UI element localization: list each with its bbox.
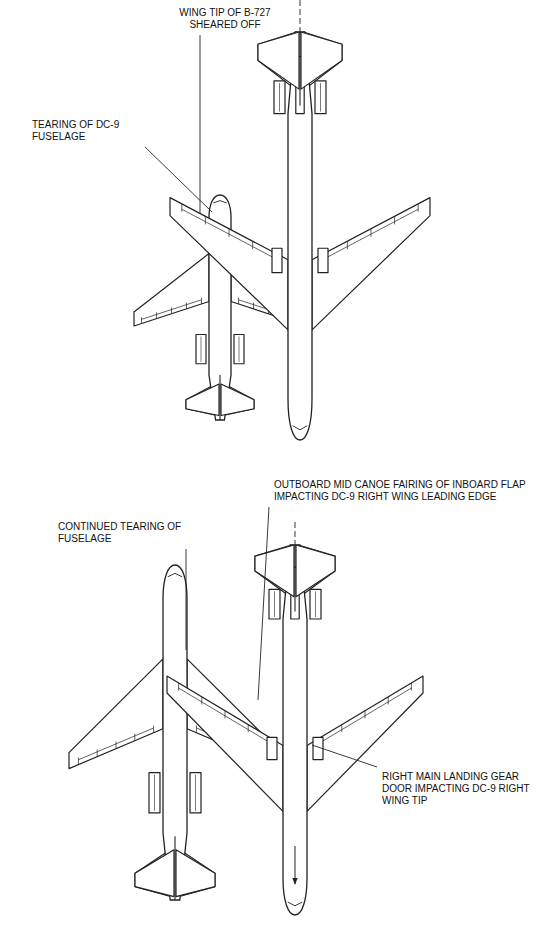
- flap-track: [153, 726, 154, 733]
- vertical-fin: [299, 32, 300, 105]
- flap-line: [182, 209, 276, 259]
- leader-line: [312, 745, 377, 767]
- engine-detail: [315, 591, 316, 617]
- flap-track: [252, 241, 253, 249]
- flap-track: [347, 241, 348, 249]
- flap-track: [156, 312, 157, 318]
- vertical-fin: [174, 836, 175, 900]
- flap-track: [341, 725, 342, 733]
- t-tail: [221, 384, 254, 416]
- flap-track: [178, 683, 179, 691]
- landing-gear-door: [318, 248, 328, 272]
- flap-track: [171, 307, 172, 313]
- flap-track: [371, 229, 372, 237]
- vertical-fin: [219, 375, 220, 420]
- t-tail: [301, 32, 342, 89]
- flap-track: [225, 711, 226, 719]
- flap-track: [388, 697, 389, 705]
- flap-track: [253, 303, 254, 309]
- landing-gear-door: [272, 248, 282, 272]
- engine-detail: [201, 337, 202, 362]
- t-tail: [135, 850, 174, 897]
- flap-track: [181, 204, 182, 212]
- engine-nacelle: [269, 589, 280, 619]
- engine-nacelle: [310, 589, 321, 619]
- leader-line: [200, 35, 201, 214]
- engine-detail: [154, 775, 155, 811]
- engine-nacelle: [149, 773, 160, 813]
- aircraft-planform: [134, 195, 306, 420]
- wing: [167, 676, 283, 811]
- flap-track: [97, 749, 98, 756]
- t-tail: [186, 384, 219, 416]
- callout-label: TEARING OF DC-9 FUSELAGE: [30, 118, 142, 144]
- wing: [312, 198, 430, 330]
- flap-track: [116, 742, 117, 749]
- flap-track: [418, 204, 419, 212]
- flap-track: [229, 229, 230, 237]
- flap-line: [324, 209, 418, 259]
- fuselage: [288, 32, 312, 440]
- flap-track: [248, 725, 249, 733]
- leader-line: [186, 549, 187, 650]
- flap-track: [238, 298, 239, 304]
- flap-line: [78, 728, 153, 760]
- aircraft-planform: [167, 545, 423, 915]
- callout-label: CONTINUED TEARING OF FUSELAGE: [56, 520, 196, 546]
- engine-detail: [320, 83, 321, 112]
- track-line: [300, 0, 301, 32]
- wing: [69, 659, 163, 769]
- aircraft-planform: [170, 32, 430, 440]
- flap-track: [394, 216, 395, 224]
- t-tail: [255, 545, 294, 597]
- flap-track: [78, 757, 79, 764]
- t-tail: [258, 32, 299, 89]
- flap-line: [179, 688, 272, 744]
- flap-track: [205, 216, 206, 224]
- flap-track: [196, 726, 197, 733]
- callout-label: RIGHT MAIN LANDING GEAR DOOR IMPACTING D…: [380, 770, 538, 808]
- engine-nacelle: [315, 81, 326, 114]
- callout-label: OUTBOARD MID CANOE FAIRING OF INBOARD FL…: [272, 478, 534, 504]
- flap-track: [134, 734, 135, 741]
- t-tail: [176, 850, 215, 897]
- engine-detail: [195, 775, 196, 811]
- engine-detail: [279, 83, 280, 112]
- track-line: [295, 522, 296, 546]
- flap-track: [411, 683, 412, 691]
- t-tail: [296, 545, 335, 597]
- direction-arrow: [295, 846, 296, 884]
- flap-track: [201, 697, 202, 705]
- flap-track: [201, 298, 202, 304]
- cockpit-windows: [288, 902, 302, 906]
- flap-line: [319, 688, 412, 744]
- engine-nacelle: [190, 773, 201, 813]
- flap-track: [141, 317, 142, 323]
- callout-label: WING TIP OF B-727 SHEARED OFF: [157, 6, 293, 32]
- engine-nacelle: [234, 335, 244, 364]
- leader-line: [145, 147, 212, 212]
- flap-track: [186, 303, 187, 309]
- vertical-fin: [294, 545, 295, 612]
- leader-line: [258, 507, 269, 700]
- flap-line: [142, 300, 202, 320]
- cockpit-windows: [168, 573, 182, 576]
- engine-detail: [274, 591, 275, 617]
- cockpit-windows: [293, 426, 307, 430]
- fuselage: [283, 545, 307, 915]
- landing-gear-door: [267, 737, 277, 759]
- wing: [134, 254, 209, 327]
- flap-track: [365, 711, 366, 719]
- engine-nacelle: [274, 81, 285, 114]
- engine-detail: [239, 337, 240, 362]
- fuselage: [163, 565, 187, 900]
- engine-nacelle: [196, 335, 206, 364]
- wing: [170, 198, 288, 330]
- cockpit-windows: [213, 201, 226, 203]
